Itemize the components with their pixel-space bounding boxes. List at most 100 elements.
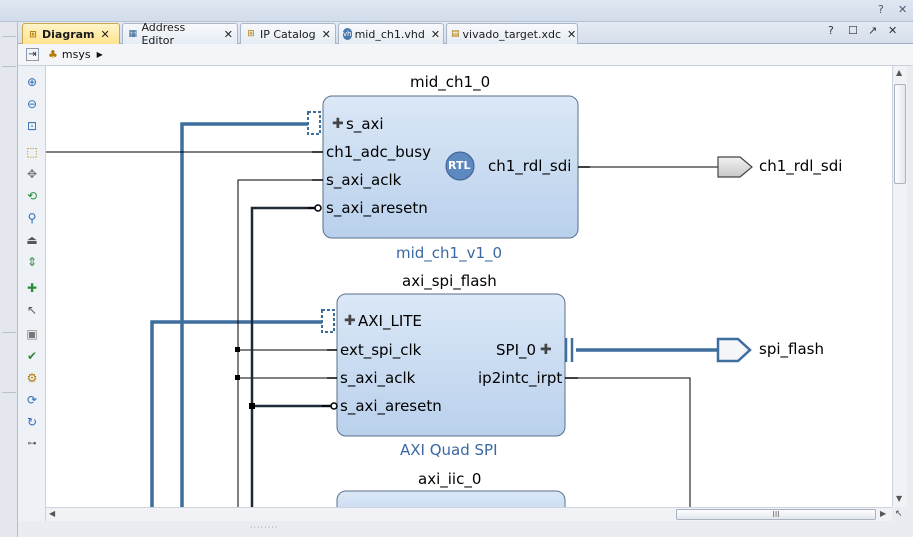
- regenerate-icon[interactable]: ↻: [26, 415, 38, 429]
- close-icon[interactable]: ✕: [223, 27, 233, 41]
- select-area-icon[interactable]: ⬚: [26, 145, 38, 159]
- hierarchy-breadcrumb: ⇥ ♣ msys ▶: [18, 44, 913, 66]
- breadcrumb-label: msys: [61, 48, 91, 61]
- gutter-divider: [2, 36, 16, 37]
- tab-address-editor[interactable]: ▦ Address Editor ✕: [122, 21, 238, 47]
- collapse-hierarchy-icon[interactable]: ⇥: [26, 48, 39, 61]
- active-low-marker: [314, 204, 322, 212]
- refresh-icon[interactable]: ⟳: [26, 393, 38, 407]
- left-panel-edge: [0, 22, 18, 537]
- port-label: ch1_adc_busy: [326, 143, 431, 161]
- search-icon[interactable]: ⚲: [27, 211, 37, 225]
- close-icon[interactable]: ✕: [100, 28, 110, 41]
- block-mid-ch1[interactable]: [307, 95, 590, 239]
- float-icon[interactable]: ↗: [868, 24, 878, 37]
- breadcrumb-item[interactable]: ♣ msys ▶: [48, 48, 103, 61]
- close-window-control[interactable]: ✕: [898, 3, 908, 16]
- help-icon[interactable]: ?: [828, 24, 834, 37]
- spi-bus-connector: [564, 338, 574, 362]
- expand-port-icon[interactable]: ✚: [344, 313, 356, 329]
- tab-label: IP Catalog: [260, 27, 316, 41]
- corner-resize-icon[interactable]: ↖: [895, 509, 903, 519]
- vertical-scroll-thumb[interactable]: [894, 84, 906, 184]
- xdc-file-icon: ▤: [451, 29, 460, 39]
- restore-icon[interactable]: ☐: [848, 24, 858, 37]
- port-label: s_axi_aresetn: [340, 397, 442, 415]
- external-port-label: spi_flash: [759, 340, 824, 358]
- horizontal-scrollbar[interactable]: ◀ III ▶: [46, 507, 892, 521]
- diagram-icon: ⊞: [29, 29, 37, 40]
- gutter-divider: [2, 392, 16, 393]
- expand-port-icon[interactable]: ✚: [332, 116, 344, 132]
- settings-icon[interactable]: ⚙: [26, 371, 38, 385]
- external-port-ch1-rdl-sdi[interactable]: [717, 156, 753, 178]
- add-ip-icon[interactable]: ✚: [26, 281, 38, 295]
- tab-vivado-target-xdc[interactable]: ▤ vivado_target.xdc ✕: [446, 23, 578, 44]
- external-port-spi-flash[interactable]: [716, 337, 752, 363]
- scroll-down-icon[interactable]: ▼: [896, 494, 903, 503]
- collapse-icon[interactable]: ⏏: [26, 233, 38, 247]
- block-design-canvas[interactable]: mid_ch1_0 ✚ s_axi ch1_adc_busy s_axi_acl…: [46, 66, 892, 507]
- external-port-label: ch1_rdl_sdi: [759, 157, 843, 175]
- scroll-right-icon[interactable]: ▶: [880, 509, 887, 518]
- bottom-splitter[interactable]: ········: [18, 521, 913, 537]
- port-label: SPI_0: [496, 341, 537, 359]
- pin-icon[interactable]: ⊶: [27, 439, 37, 449]
- active-low-marker: [330, 402, 338, 410]
- tab-ip-catalog[interactable]: ⊞ IP Catalog ✕: [240, 23, 336, 44]
- tab-diagram[interactable]: ⊞ Diagram ✕: [22, 23, 120, 45]
- close-icon[interactable]: ✕: [321, 27, 331, 41]
- zoom-fit-icon[interactable]: ⊡: [26, 119, 38, 133]
- editor-tab-bar: ⊞ Diagram ✕ ▦ Address Editor ✕ ⊞ IP Cata…: [18, 21, 913, 47]
- zoom-out-icon[interactable]: ⊖: [26, 97, 38, 111]
- tab-label: Address Editor: [141, 21, 186, 47]
- expand-icon[interactable]: ⇕: [26, 255, 38, 269]
- chevron-right-icon: ▶: [96, 50, 103, 59]
- tab-mid-ch1-vhd[interactable]: vh mid_ch1.vhd ✕: [338, 23, 444, 44]
- scroll-up-icon[interactable]: ▲: [896, 68, 903, 77]
- block-title: mid_ch1_0: [410, 73, 491, 91]
- port-label: ext_spi_clk: [340, 341, 422, 359]
- validate-design-icon[interactable]: ✔: [26, 349, 38, 363]
- add-module-icon[interactable]: ▣: [26, 327, 38, 341]
- diagram-labels: mid_ch1_0 ✚ s_axi ch1_adc_busy s_axi_acl…: [46, 66, 892, 507]
- zoom-in-icon[interactable]: ⊕: [26, 75, 38, 89]
- gutter-divider: [2, 332, 16, 333]
- block-subtitle: mid_ch1_v1_0: [396, 244, 503, 262]
- port-label: s_axi_aclk: [340, 369, 416, 387]
- diagram-toolbar: ⊕ ⊖ ⊡ ⬚ ✥ ⟲ ⚲ ⏏ ⇕ ✚ ↖ ▣ ✔ ⚙ ⟳ ↻ ⊶: [18, 66, 46, 521]
- wire-junctions: [235, 347, 255, 409]
- port-label: ip2intc_irpt: [478, 369, 563, 387]
- auto-connect-icon[interactable]: ⟲: [26, 189, 38, 203]
- block-axi-iic[interactable]: [336, 490, 566, 507]
- vertical-scrollbar[interactable]: ▲ ▼: [892, 66, 907, 507]
- pointer-icon[interactable]: ↖: [26, 303, 38, 317]
- block-axi-spi-flash[interactable]: [321, 293, 578, 437]
- address-editor-icon: ▦: [128, 29, 137, 39]
- tab-label: mid_ch1.vhd: [354, 27, 425, 41]
- help-control[interactable]: ?: [878, 3, 884, 16]
- block-subtitle: AXI Quad SPI: [400, 441, 498, 459]
- diagram-svg: [46, 95, 753, 507]
- hierarchy-icon: ♣: [48, 48, 58, 61]
- gutter-divider: [2, 66, 16, 67]
- horizontal-scroll-thumb[interactable]: III: [676, 509, 876, 520]
- tab-label: Diagram: [42, 28, 95, 41]
- axi-bus-lines: [150, 122, 718, 507]
- block-title: axi_spi_flash: [402, 272, 497, 290]
- splitter-grip-icon[interactable]: ········: [250, 523, 279, 532]
- expand-port-icon[interactable]: ✚: [540, 342, 552, 358]
- fit-selection-icon[interactable]: ✥: [26, 167, 38, 181]
- port-label: s_axi_aclk: [326, 171, 402, 189]
- close-icon[interactable]: ✕: [430, 27, 441, 41]
- port-label: ch1_rdl_sdi: [488, 157, 572, 175]
- block-title: axi_iic_0: [418, 470, 482, 488]
- scroll-left-icon[interactable]: ◀: [49, 509, 56, 518]
- close-panel-icon[interactable]: ✕: [888, 24, 898, 37]
- vhdl-file-icon: vh: [343, 28, 352, 40]
- close-icon[interactable]: ✕: [567, 27, 577, 41]
- port-label: s_axi: [346, 115, 384, 133]
- port-label: s_axi_aresetn: [326, 199, 428, 217]
- port-label: AXI_LITE: [358, 312, 422, 330]
